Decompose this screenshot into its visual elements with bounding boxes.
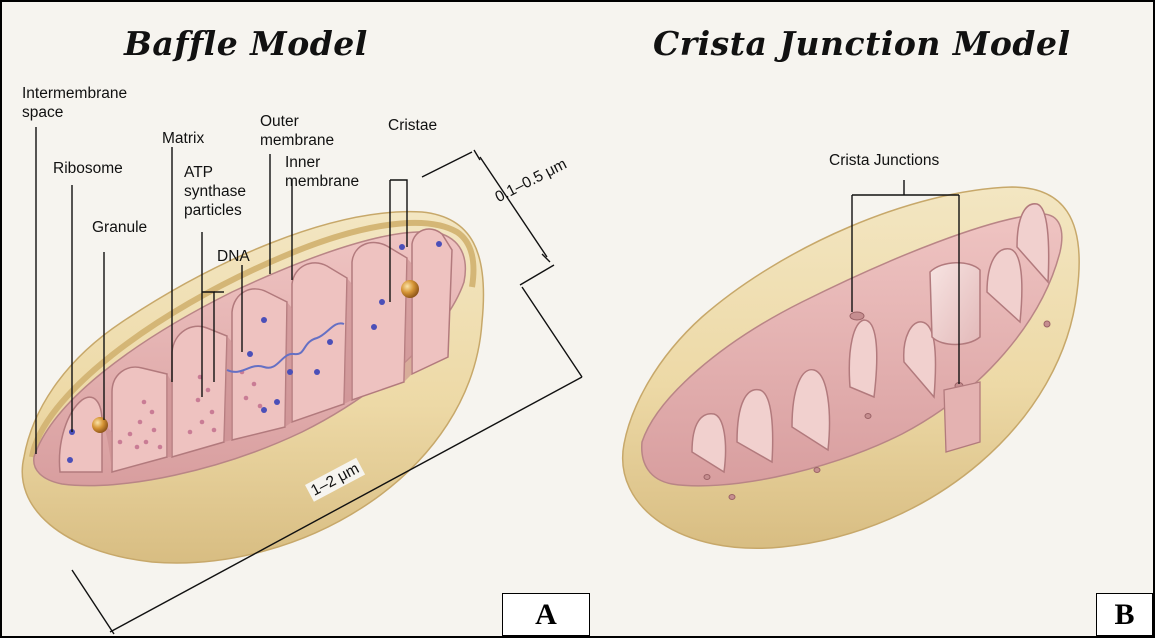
label-outer-membrane: Outer membrane bbox=[260, 112, 334, 150]
label-granule: Granule bbox=[92, 218, 147, 237]
label-inner-membrane: Inner membrane bbox=[285, 153, 359, 191]
panel-a-letter: A bbox=[502, 593, 590, 636]
cutaway-notch bbox=[944, 382, 980, 452]
label-crista-junctions: Crista Junctions bbox=[829, 151, 939, 170]
label-atp-synthase: ATP synthase particles bbox=[184, 163, 246, 220]
label-dna: DNA bbox=[217, 247, 250, 266]
block-crista bbox=[930, 263, 980, 345]
panel-a-title: Baffle Model bbox=[124, 24, 368, 63]
label-intermembrane-space: Intermembrane space bbox=[22, 84, 127, 122]
granule-a2 bbox=[401, 280, 419, 298]
panel-b-title: Crista Junction Model bbox=[653, 24, 1071, 63]
label-ribosome: Ribosome bbox=[53, 159, 123, 178]
label-matrix: Matrix bbox=[162, 129, 204, 148]
baffle-mitochondrion bbox=[22, 212, 483, 563]
granule-a1 bbox=[92, 417, 108, 433]
label-cristae: Cristae bbox=[388, 116, 437, 135]
panel-b-letter: B bbox=[1096, 593, 1153, 636]
junction-mitochondrion bbox=[623, 187, 1080, 548]
